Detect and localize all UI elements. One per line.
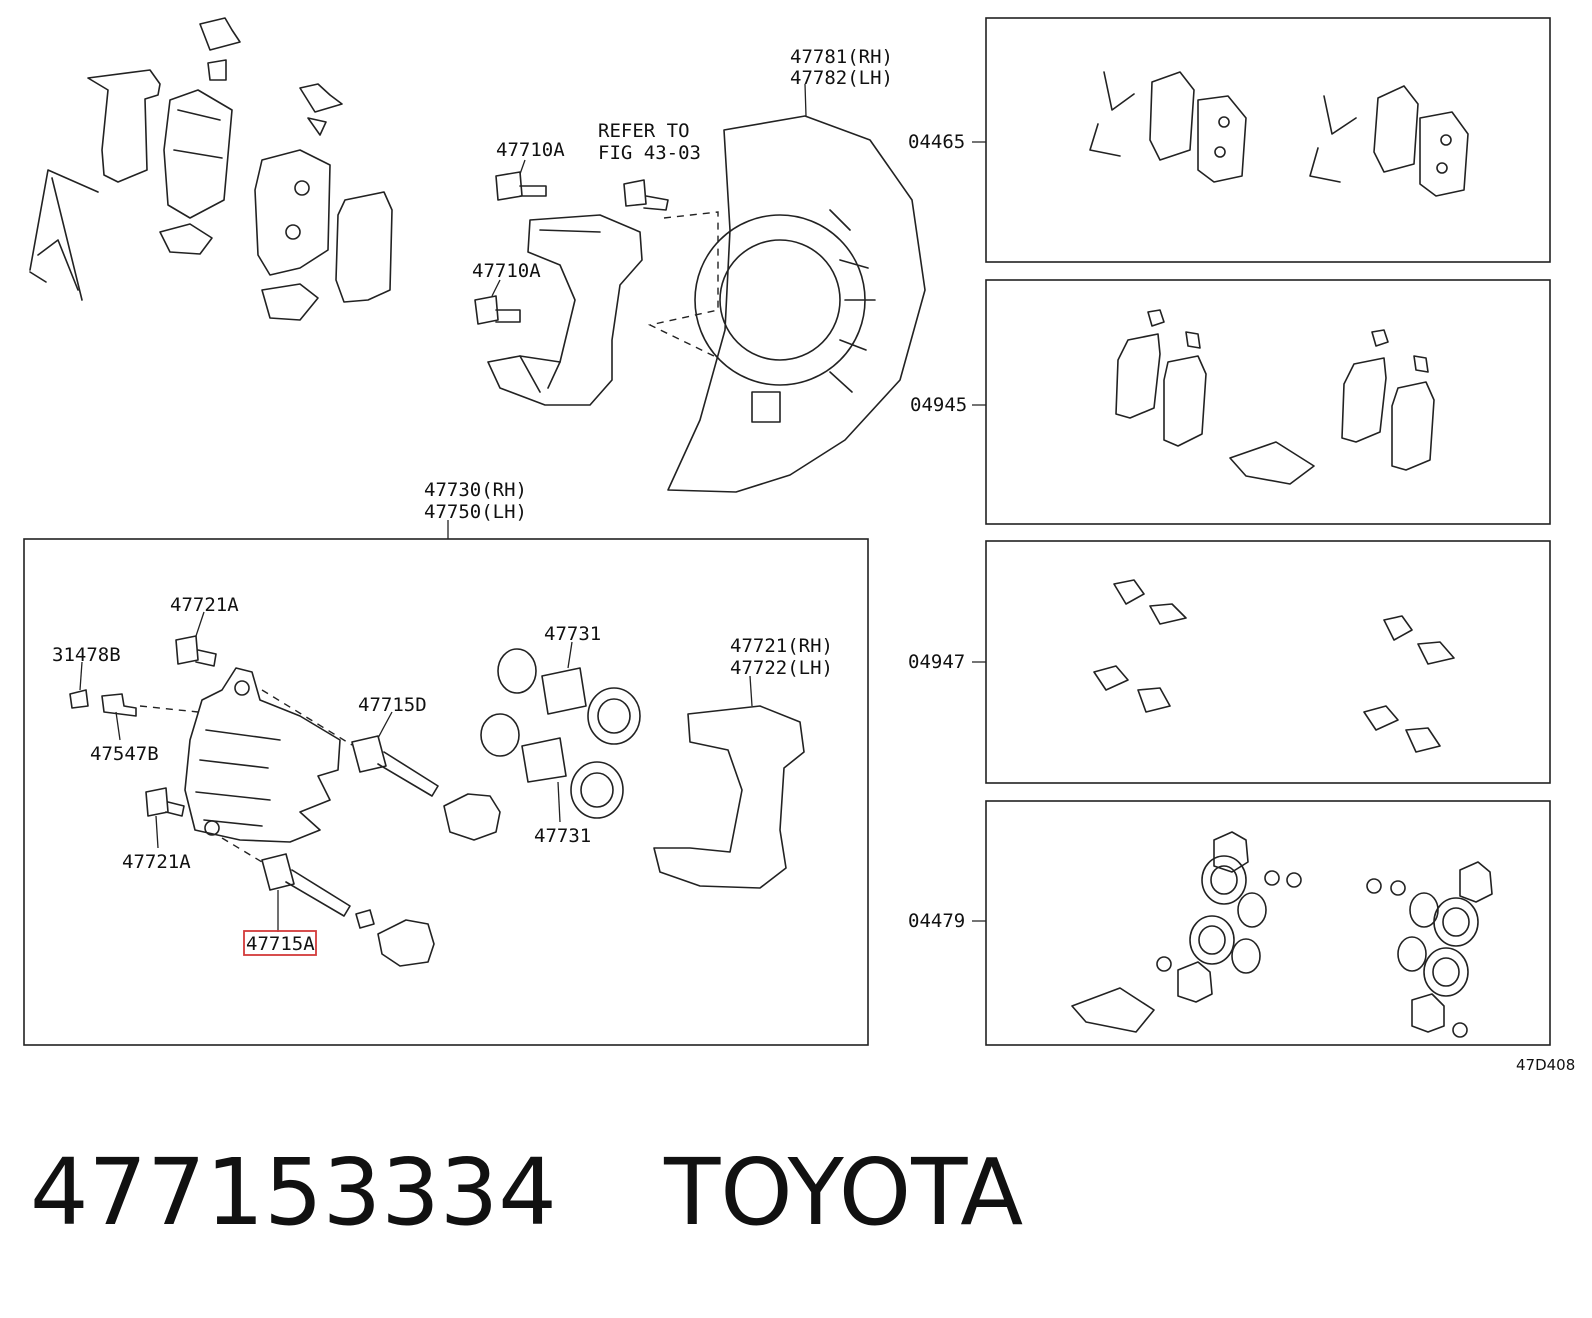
- part-caption: 477153334 TOYOTA: [30, 1138, 1023, 1248]
- label-47710a-lower: 47710A: [472, 260, 541, 282]
- leader-lines: [79, 159, 573, 932]
- dust-shield-illustration: [667, 83, 926, 493]
- caliper-assembly-box: [23, 538, 869, 1046]
- label-47721a-top: 47721A: [170, 594, 239, 616]
- brand-name: TOYOTA: [664, 1139, 1024, 1246]
- label-47710a-upper: 47710A: [496, 139, 565, 161]
- kit-box-04465: [985, 17, 1551, 263]
- label-figure-code: 47D408: [1516, 1056, 1575, 1074]
- bracket-illustration: [474, 171, 719, 406]
- label-31478b: 31478B: [52, 644, 121, 666]
- label-47547b: 47547B: [90, 743, 159, 765]
- label-47715a[interactable]: 47715A: [246, 933, 315, 955]
- label-kit-04947: 04947: [908, 651, 965, 673]
- label-47782-lh: 47782(LH): [790, 67, 893, 89]
- part-number: 477153334: [30, 1139, 557, 1246]
- label-fig-43-03: FIG 43-03: [598, 142, 701, 164]
- label-kit-04945: 04945: [910, 394, 967, 416]
- label-47781-rh: 47781(RH): [790, 46, 893, 68]
- kit-04479-illustration: [1071, 831, 1493, 1038]
- kit-04465-illustration: [1089, 71, 1469, 197]
- caliper-assembly-illustration: [69, 635, 805, 967]
- label-47731-bottom: 47731: [534, 825, 591, 847]
- kit-box-04947: [985, 540, 1551, 784]
- kit-04947-illustration: [1093, 579, 1455, 753]
- label-47750-lh: 47750(LH): [424, 501, 527, 523]
- highlight-box-47715a: [243, 930, 317, 956]
- label-kit-04479: 04479: [908, 910, 965, 932]
- kit-box-04479: [985, 800, 1551, 1046]
- label-47730-rh: 47730(RH): [424, 479, 527, 501]
- label-47731-top: 47731: [544, 623, 601, 645]
- label-47715d: 47715D: [358, 694, 427, 716]
- kit-04945-illustration: [1115, 309, 1435, 485]
- label-47721a-bottom: 47721A: [122, 851, 191, 873]
- label-47721-rh: 47721(RH): [730, 635, 833, 657]
- pad-set-illustration: [29, 17, 393, 321]
- label-refer-to: REFER TO: [598, 120, 690, 142]
- kit-box-04945: [985, 279, 1551, 525]
- label-kit-04465: 04465: [908, 131, 965, 153]
- label-47722-lh: 47722(LH): [730, 657, 833, 679]
